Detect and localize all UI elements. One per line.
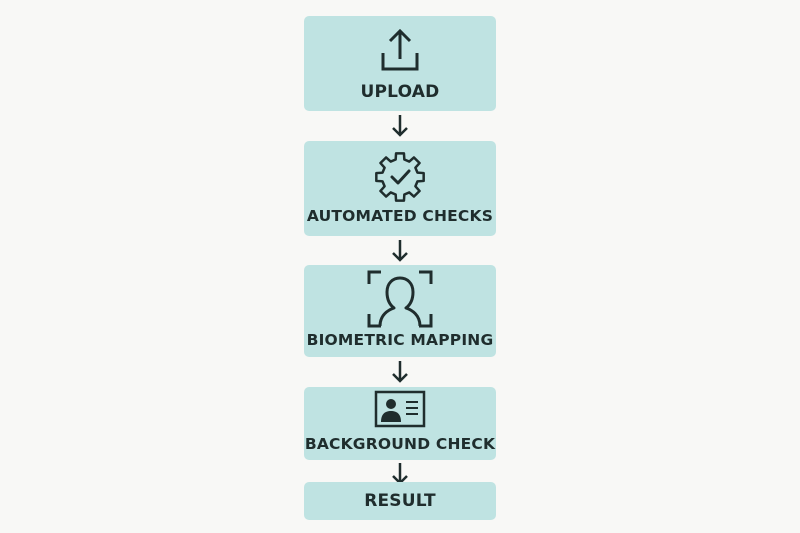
upload-icon (381, 28, 419, 71)
arrow-down-icon (392, 115, 408, 137)
step-label: BIOMETRIC MAPPING (306, 331, 494, 349)
step-label: BACKGROUND CHECK (304, 435, 496, 453)
step-upload: UPLOAD (304, 16, 496, 111)
id-card-icon (374, 390, 426, 428)
step-biometric-mapping: BIOMETRIC MAPPING (304, 265, 496, 357)
step-label: AUTOMATED CHECKS (306, 207, 494, 225)
face-scan-icon (367, 270, 433, 328)
step-background-check: BACKGROUND CHECK (304, 387, 496, 460)
gear-check-icon (375, 152, 425, 202)
arrow-down-icon (392, 240, 408, 262)
step-automated-checks: AUTOMATED CHECKS (304, 141, 496, 236)
step-label: RESULT (364, 491, 436, 511)
arrow-down-icon (392, 361, 408, 383)
step-label: UPLOAD (360, 82, 440, 102)
step-result: RESULT (304, 482, 496, 520)
